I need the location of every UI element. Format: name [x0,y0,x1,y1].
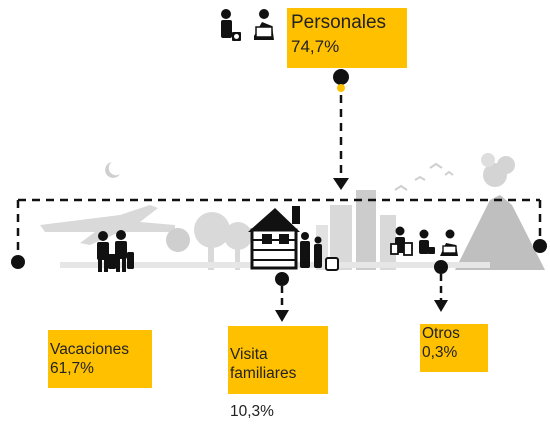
diagram-canvas [11,9,547,322]
branch-percent: 10,3% [230,403,274,420]
branch-label-text: Vacaciones [50,341,129,358]
house-with-family-icon [248,206,339,271]
root-category: Personales [291,12,387,33]
branch-label-text: Otros [422,325,460,342]
branch-label-visita-familiares: Visita familiares 10,3% [228,326,328,420]
shopping-and-tourists-icon [390,226,458,256]
tourist-with-camera-and-map-icon [221,9,274,41]
branch-percent: 61,7% [50,360,94,377]
branch-label-vacaciones: Vacaciones 61,7% [48,330,152,388]
branch-label-otros: Otros 0,3% [420,324,488,372]
root-connector [333,69,349,190]
root-label-box: Personales 74,7% [287,8,407,68]
travelers-with-luggage-icon [97,230,134,272]
root-percent: 74,7% [291,37,340,56]
branch-connector-otros [434,260,448,312]
branch-label-text: Visita familiares [230,346,297,382]
branch-connector-visita [275,272,289,322]
branch-bracket [11,198,547,269]
branch-percent: 0,3% [422,344,458,361]
